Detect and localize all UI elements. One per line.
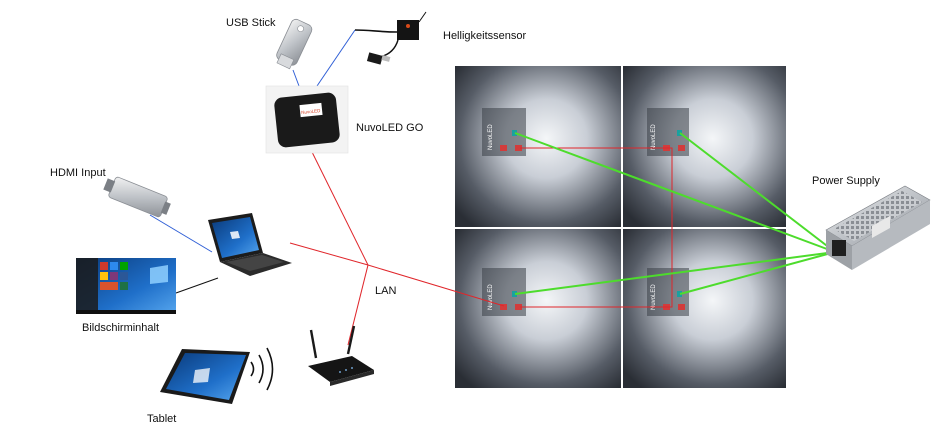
nuvoled-go-label: NuvoLED GO	[356, 122, 424, 134]
network-port	[500, 304, 507, 310]
power-connections	[514, 132, 836, 295]
usb-stick-device	[276, 18, 313, 70]
network-port	[515, 304, 522, 310]
panel-brand-br: NuvoLED	[651, 284, 657, 310]
usb-stick-line	[292, 69, 300, 87]
network-port	[500, 145, 507, 151]
lan-line-router	[347, 264, 369, 346]
wireless-signal-icon	[250, 347, 274, 391]
led-panel-bottom-right	[623, 229, 786, 388]
screen-content-label: Bildschirminhalt	[82, 322, 159, 334]
led-panel-top-left	[455, 66, 621, 227]
lan-line-nuvoled	[311, 151, 369, 266]
router-device	[308, 325, 374, 386]
power-line-tr	[679, 132, 836, 253]
lan-line-wall	[367, 264, 505, 307]
usb-stick-label: USB Stick	[226, 17, 276, 29]
screen-content-image	[76, 258, 176, 314]
panel-brand-tl: NuvoLED	[488, 124, 494, 150]
laptop-device	[208, 213, 292, 276]
tablet-label: Tablet	[147, 413, 176, 425]
lan-line-panels-loop	[520, 147, 673, 308]
usb-connections	[149, 29, 356, 294]
led-wall: NuvoLED NuvoLED NuvoLED NuvoLED	[455, 66, 786, 388]
led-panel-top-right	[623, 66, 786, 227]
network-port	[678, 145, 685, 151]
power-line-br	[679, 251, 836, 295]
lan-label: LAN	[375, 285, 396, 297]
lan-connections	[289, 147, 673, 346]
power-connector	[512, 291, 517, 297]
panel-brand-tr: NuvoLED	[651, 124, 657, 150]
power-line-tl	[514, 132, 836, 253]
screen-line	[175, 277, 219, 294]
network-port	[678, 304, 685, 310]
power-supply-device	[825, 185, 931, 270]
brightness-sensor-label: Helligkeitssensor	[443, 30, 526, 42]
hdmi-input-device	[103, 176, 171, 218]
tablet-device	[160, 349, 250, 404]
hdmi-line	[149, 214, 213, 253]
power-supply-label: Power Supply	[812, 175, 880, 187]
brightness-sensor-device	[354, 11, 427, 65]
nuvoled-go-device: NuvoLED	[265, 85, 349, 154]
hdmi-input-label: HDMI Input	[50, 167, 106, 179]
power-connector	[677, 130, 682, 136]
nuvoled-go-logo: NuvoLED	[301, 108, 321, 115]
power-connector	[677, 291, 682, 297]
led-panel-bottom-left	[455, 229, 621, 388]
network-port	[515, 145, 522, 151]
power-connector	[512, 130, 517, 136]
power-line-bl	[514, 251, 836, 295]
panel-brand-bl: NuvoLED	[488, 284, 494, 310]
sensor-line	[316, 29, 356, 87]
lan-line-laptop	[289, 242, 369, 266]
